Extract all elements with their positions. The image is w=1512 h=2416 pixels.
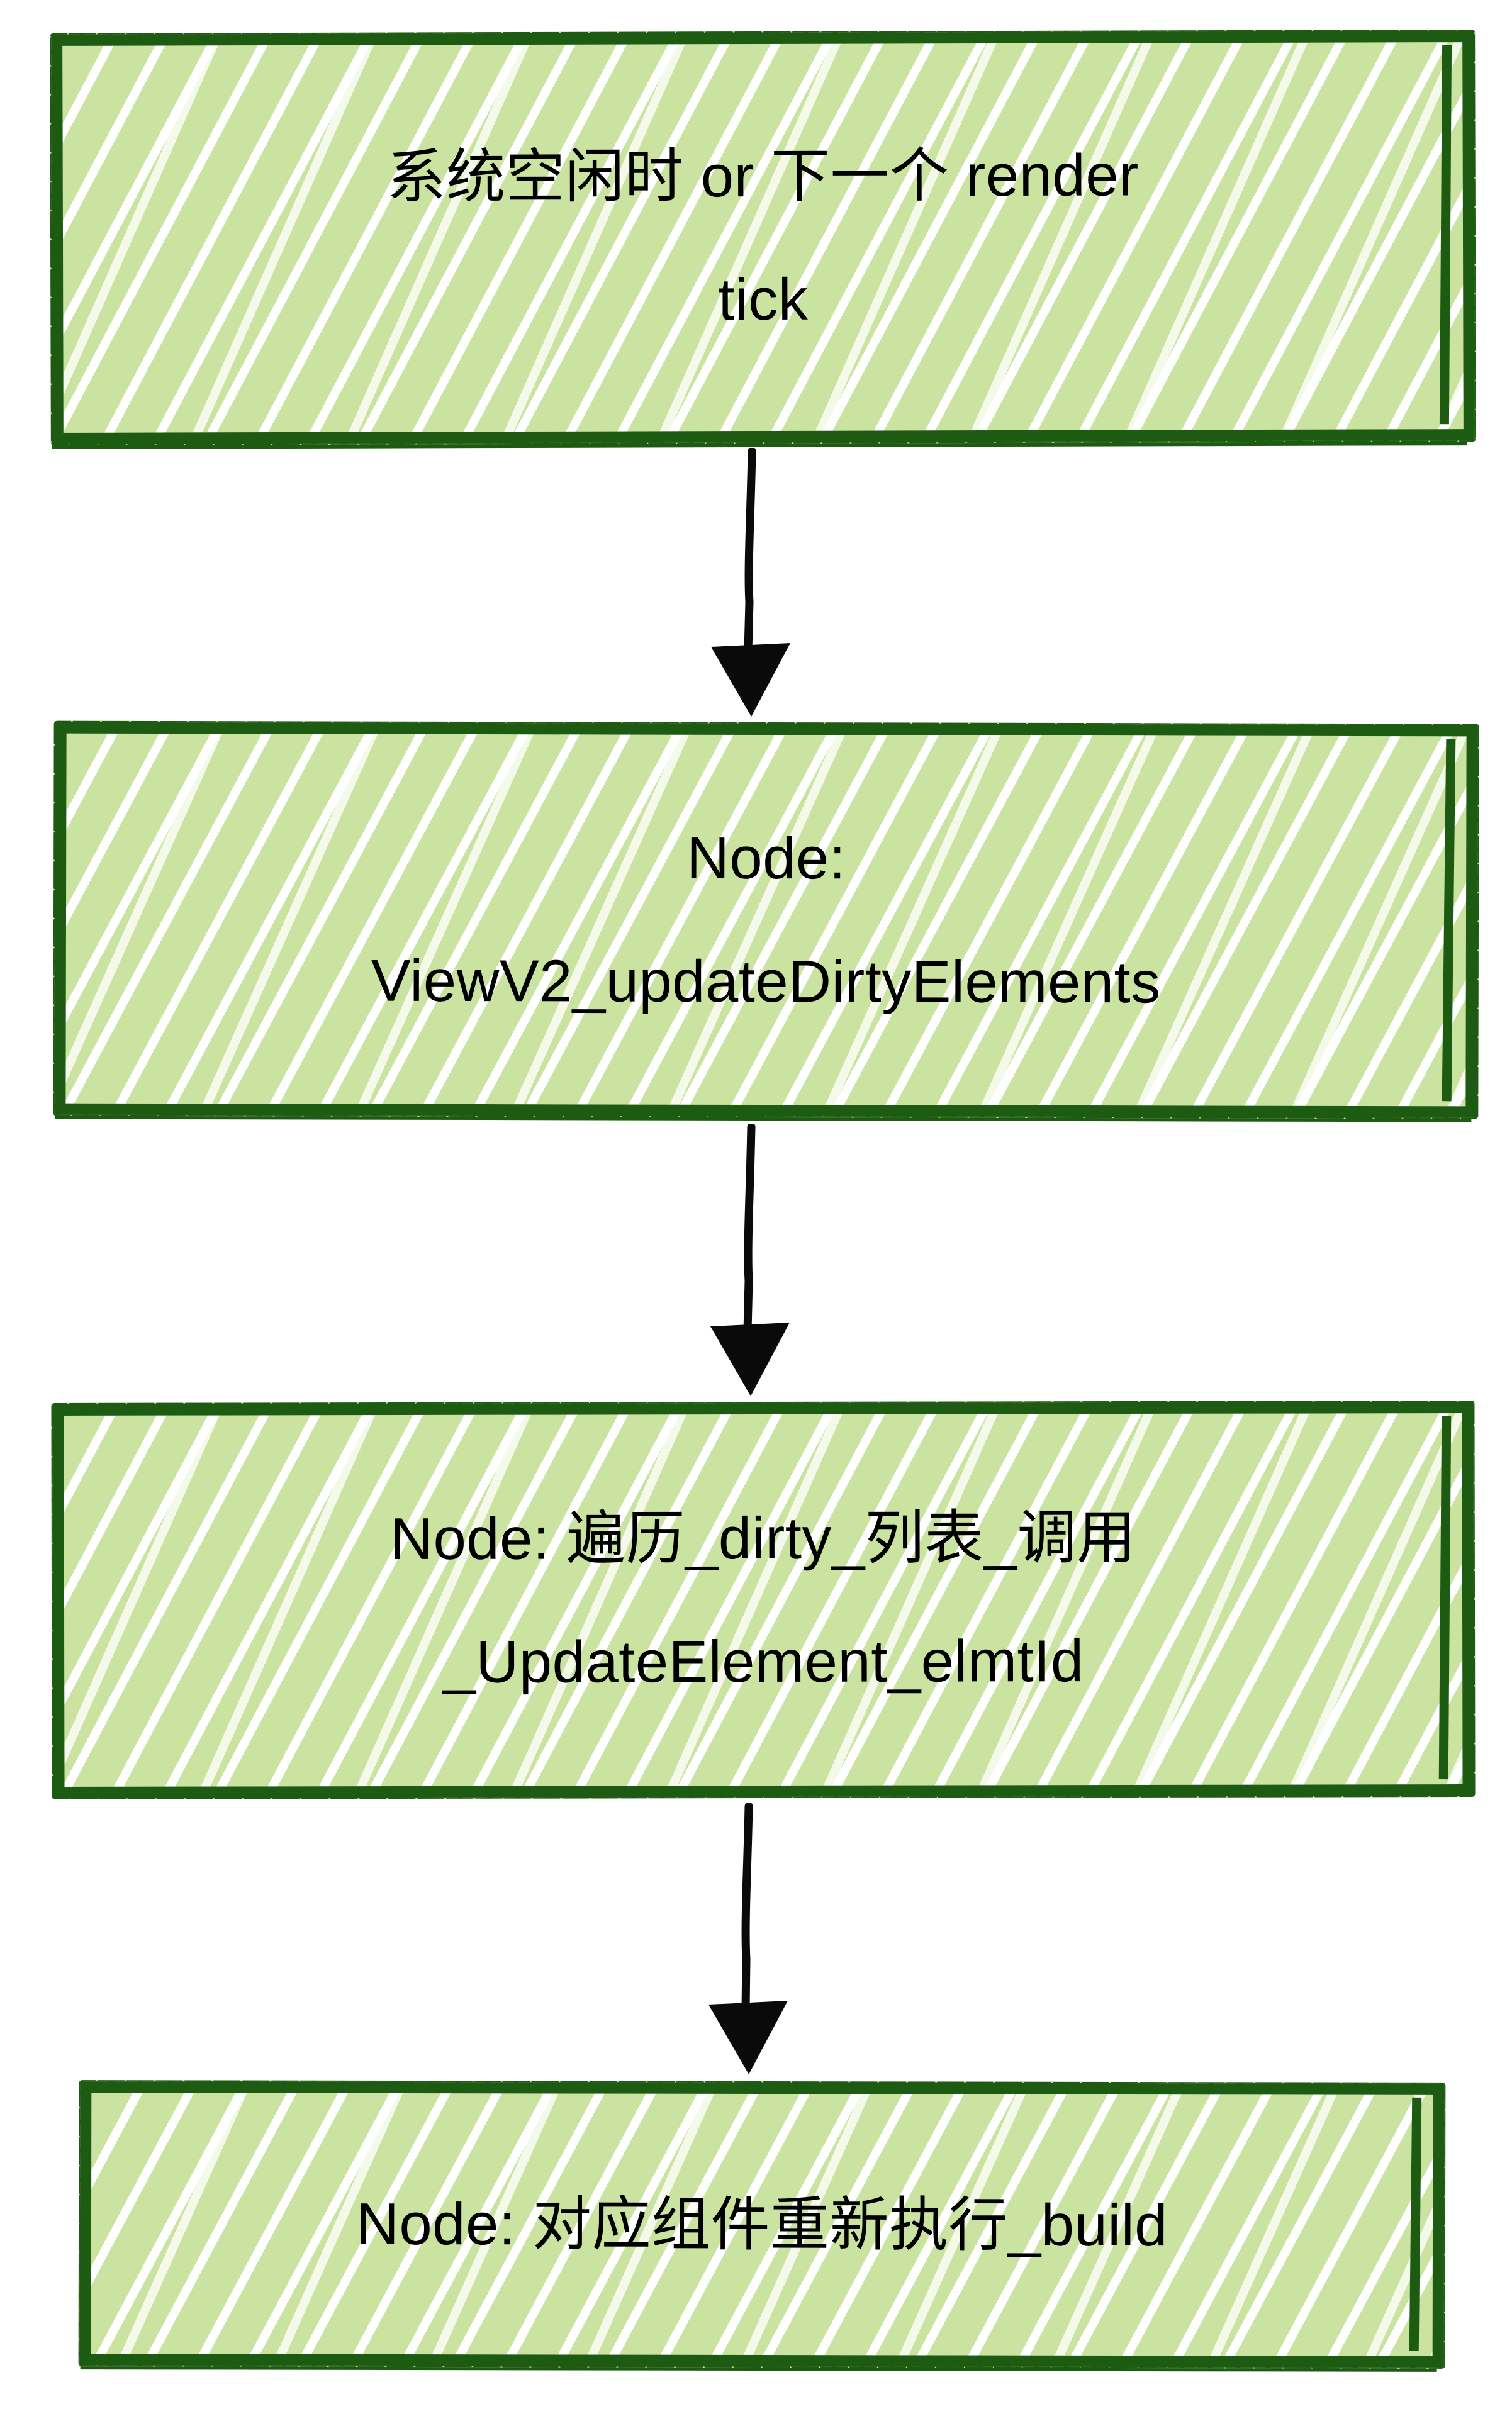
- down-arrow-icon: [711, 448, 790, 717]
- node-text-line: _UpdateElement_elmtId: [442, 1628, 1084, 1695]
- down-arrow-icon: [710, 1124, 790, 1396]
- node-text-line: ViewV2_updateDirtyElements: [371, 947, 1161, 1015]
- flow-node-traverse-dirty-list: Node: 遍历_dirty_列表_调用 _UpdateElement_elmt…: [51, 1401, 1476, 1799]
- node-text-line: Node:: [686, 824, 846, 892]
- node-text-line: 系统空闲时 or 下一个 render: [386, 141, 1139, 210]
- node-text-line: tick: [718, 266, 809, 332]
- flow-node-rebuild-component: Node: 对应组件重新执行_build: [78, 2080, 1446, 2369]
- node-text-line: Node: 遍历_dirty_列表_调用: [390, 1504, 1136, 1572]
- down-arrow-icon: [708, 1803, 788, 2074]
- node-text-line: Node: 对应组件重新执行_build: [356, 2190, 1168, 2258]
- flow-node-update-dirty-elements: Node: ViewV2_updateDirtyElements: [53, 720, 1479, 1119]
- flow-node-idle-or-render-tick: 系统空闲时 or 下一个 render tick: [50, 30, 1476, 445]
